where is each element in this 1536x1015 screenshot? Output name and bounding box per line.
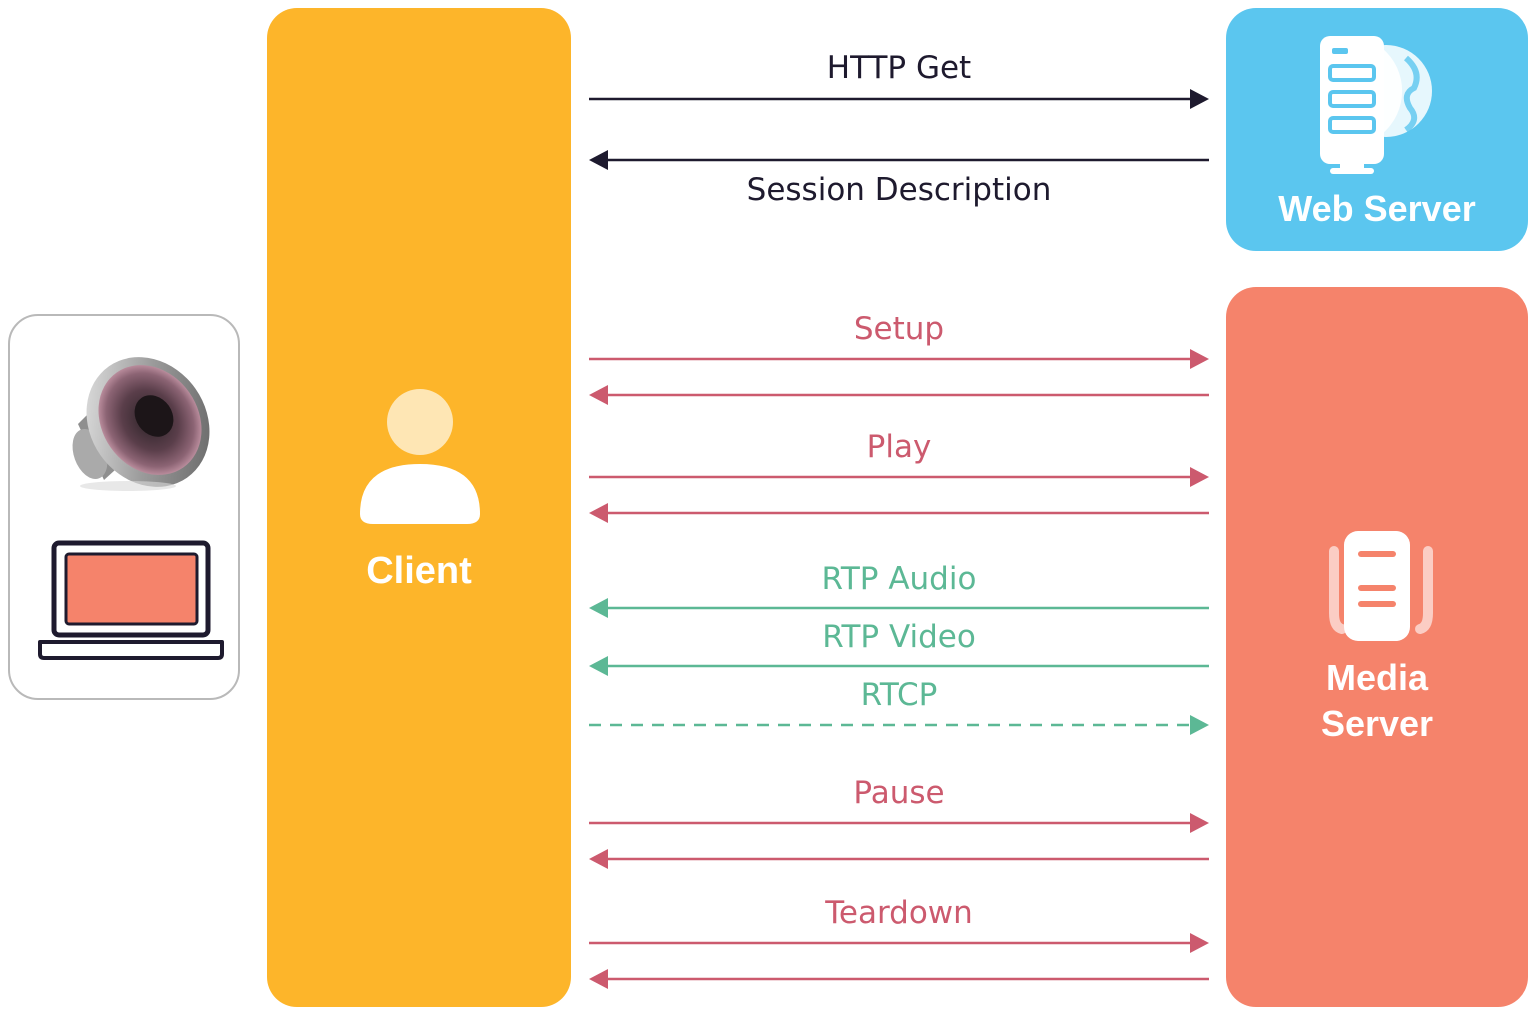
rtp-audio-label: RTP Audio bbox=[821, 561, 977, 597]
rtcp-arrowhead bbox=[1190, 715, 1209, 735]
http-get-arrowhead bbox=[1190, 89, 1209, 109]
rtp-video-arrowhead bbox=[589, 656, 608, 676]
pause-request-arrowhead bbox=[1190, 813, 1209, 833]
rtp-audio-arrowhead bbox=[589, 598, 608, 618]
media-server-icon bbox=[1329, 531, 1433, 641]
web-server-label: Web Server bbox=[1278, 188, 1476, 229]
session-description-label: Session Description bbox=[746, 172, 1052, 208]
play-request-arrowhead bbox=[1190, 467, 1209, 487]
media-server-label-line1: Media bbox=[1325, 657, 1429, 698]
teardown-request-arrowhead bbox=[1190, 933, 1209, 953]
pause-response-arrowhead bbox=[589, 849, 608, 869]
web-server-box: Web Server bbox=[1226, 8, 1528, 251]
server-globe-icon bbox=[1320, 36, 1432, 174]
teardown-response-arrowhead bbox=[589, 969, 608, 989]
media-server-box: Media Server bbox=[1226, 287, 1528, 1007]
client-lane: Client bbox=[267, 8, 571, 1007]
pause-label: Pause bbox=[853, 775, 945, 811]
teardown-label: Teardown bbox=[825, 895, 973, 931]
setup-response-arrowhead bbox=[589, 385, 608, 405]
client-label: Client bbox=[366, 550, 472, 592]
rtcp-label: RTCP bbox=[860, 677, 938, 713]
play-label: Play bbox=[866, 429, 932, 465]
device-panel bbox=[8, 314, 240, 700]
play-response-arrowhead bbox=[589, 503, 608, 523]
media-server-label-line2: Server bbox=[1320, 703, 1434, 744]
user-icon bbox=[360, 389, 480, 524]
speaker-icon bbox=[72, 357, 210, 491]
setup-request-arrowhead bbox=[1190, 349, 1209, 369]
laptop-icon bbox=[38, 540, 224, 660]
setup-label: Setup bbox=[853, 311, 945, 347]
session-description-arrowhead bbox=[589, 150, 608, 170]
rtp-video-label: RTP Video bbox=[822, 619, 976, 655]
http-get-label: HTTP Get bbox=[826, 50, 972, 86]
